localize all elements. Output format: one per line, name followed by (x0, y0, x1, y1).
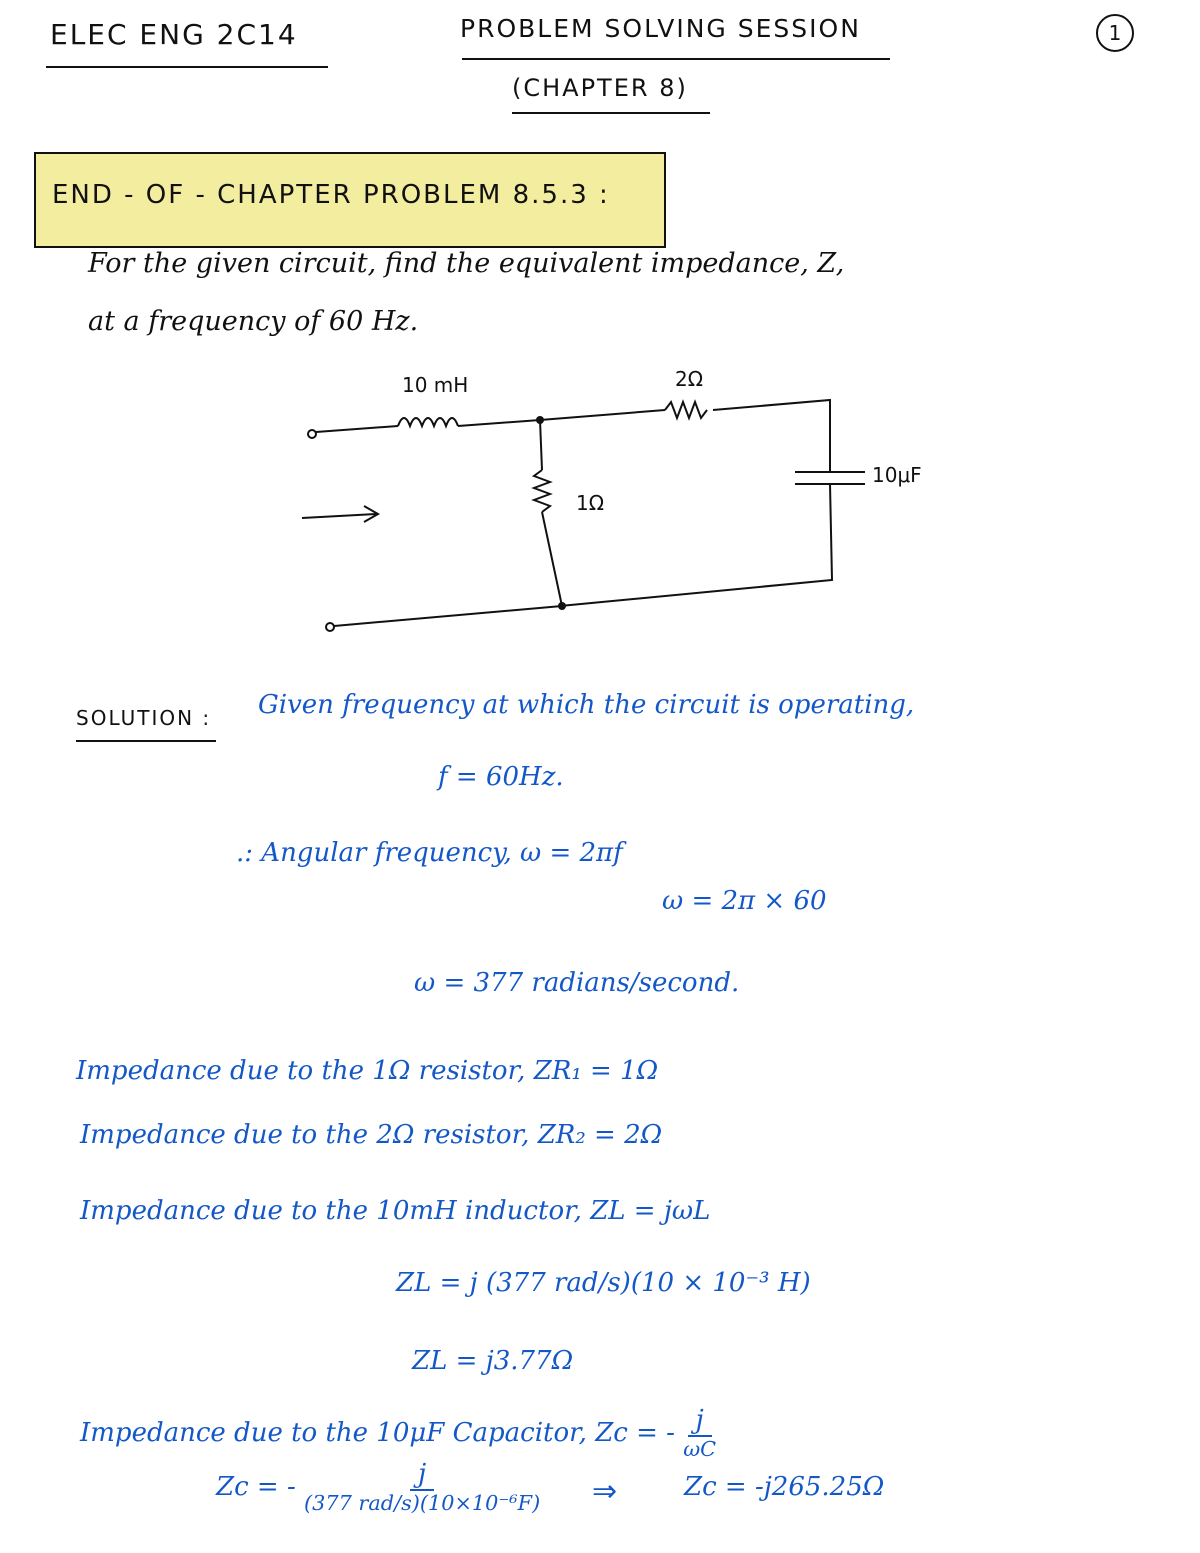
resistor-1ohm-label: 1Ω (576, 491, 604, 515)
page-number-badge: 1 (1096, 14, 1134, 52)
capacitor-label: 10μF (872, 463, 922, 487)
course-code: ELEC ENG 2C14 (50, 18, 298, 51)
course-underline (46, 66, 328, 68)
solution-line1: Given frequency at which the circuit is … (258, 690, 915, 720)
implies-arrow: ⇒ (592, 1474, 618, 1509)
calc-numerator: j (410, 1460, 435, 1491)
solution-line6: Impedance due to the 1Ω resistor, ZR₁ = … (76, 1056, 659, 1086)
solution-line5: ω = 377 radians/second. (414, 968, 740, 998)
session-title: PROBLEM SOLVING SESSION (460, 14, 861, 43)
solution-line12-result: Zc = -j265.25Ω (684, 1472, 885, 1502)
solution-line3: .: Angular frequency, ω = 2πf (236, 838, 623, 868)
terminal-bottom (325, 622, 335, 632)
chapter-underline (512, 112, 710, 114)
problem-title: END - OF - CHAPTER PROBLEM 8.5.3 : (52, 180, 610, 210)
fraction-numerator: j (687, 1406, 712, 1437)
capacitor-impedance-fraction: j ωC (683, 1406, 716, 1462)
session-underline (462, 58, 890, 60)
fraction-denominator: ωC (683, 1436, 717, 1461)
solution-line4: ω = 2π × 60 (662, 886, 827, 916)
solution-line12-prefix: Zc = - (216, 1471, 296, 1502)
chapter-label: (CHAPTER 8) (512, 74, 688, 102)
solution-underline (76, 740, 216, 742)
solution-line11-text: Impedance due to the 10μF Capacitor, Zc … (80, 1417, 675, 1448)
solution-line8: Impedance due to the 10mH inductor, ZL =… (80, 1196, 711, 1226)
solution-line2: f = 60Hz. (438, 762, 564, 792)
inductor-symbol (397, 417, 459, 429)
solution-label: SOLUTION : (76, 706, 212, 730)
solution-line9: ZL = j (377 rad/s)(10 × 10⁻³ H) (396, 1268, 811, 1298)
solution-line11: Impedance due to the 10μF Capacitor, Zc … (80, 1406, 716, 1462)
resistor-2ohm-symbol (664, 399, 708, 421)
z-arrow (301, 505, 381, 523)
solution-line7: Impedance due to the 2Ω resistor, ZR₂ = … (80, 1120, 663, 1150)
terminal-top (307, 429, 317, 439)
problem-highlight-box (34, 152, 666, 248)
inductor-label: 10 mH (402, 373, 468, 397)
capacitor-calc-fraction: j (377 rad/s)(10×10⁻⁶F) (304, 1460, 540, 1516)
solution-line10: ZL = j3.77Ω (412, 1346, 574, 1376)
circuit-diagram: 10 mH 2Ω 1Ω 10μF Z (301, 367, 922, 632)
resistor-1ohm-symbol (531, 469, 553, 513)
problem-statement-line1: For the given circuit, find the equivale… (88, 248, 845, 279)
capacitor-symbol (795, 471, 865, 485)
solution-line12: Zc = - j (377 rad/s)(10×10⁻⁶F) (216, 1460, 540, 1516)
resistor-2ohm-label: 2Ω (675, 367, 703, 391)
calc-denominator: (377 rad/s)(10×10⁻⁶F) (304, 1490, 541, 1515)
problem-statement-line2: at a frequency of 60 Hz. (88, 306, 419, 337)
